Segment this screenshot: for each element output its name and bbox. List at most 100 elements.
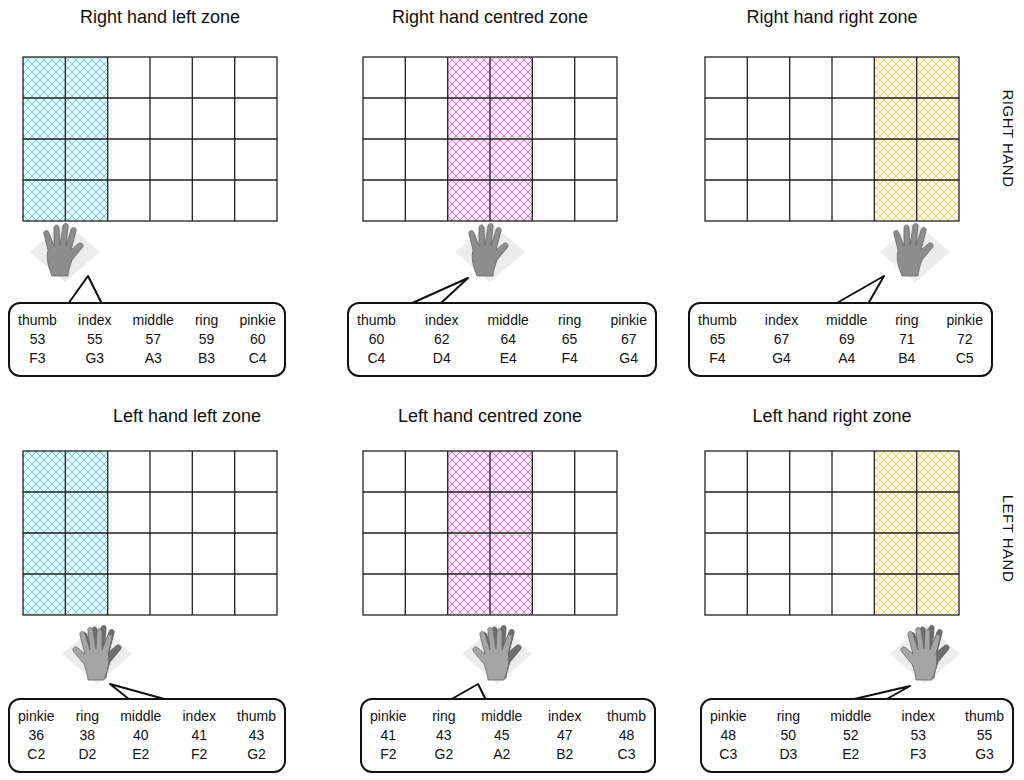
midi-number: 52 — [830, 727, 871, 744]
finger-name: index — [901, 708, 934, 725]
finger-name: pinkie — [610, 312, 647, 329]
note-name: A3 — [133, 350, 174, 367]
midi-number: 43 — [432, 727, 455, 744]
note-callout: thumbindexmiddleringpinkie6062646567C4D4… — [347, 302, 657, 377]
midi-number: 55 — [965, 727, 1004, 744]
key-grid — [363, 451, 617, 615]
midi-number: 65 — [698, 331, 737, 348]
midi-number: 38 — [76, 727, 99, 744]
midi-number: 40 — [120, 727, 161, 744]
key-grid — [23, 57, 277, 221]
midi-number: 71 — [895, 331, 918, 348]
note-name: G2 — [237, 746, 276, 763]
callout-tail — [68, 276, 102, 304]
midi-number: 45 — [481, 727, 522, 744]
midi-number: 55 — [78, 331, 111, 348]
midi-number: 62 — [425, 331, 458, 348]
callout-table: pinkieringmiddleindexthumb3638404143C2D2… — [18, 708, 276, 763]
finger-name: thumb — [237, 708, 276, 725]
finger-name: middle — [826, 312, 867, 329]
note-name: C3 — [710, 746, 747, 763]
note-name: C2 — [18, 746, 55, 763]
finger-name: index — [765, 312, 798, 329]
note-name: E2 — [120, 746, 161, 763]
note-name: F3 — [901, 746, 934, 763]
note-name: G2 — [432, 746, 455, 763]
midi-number: 67 — [610, 331, 647, 348]
row-label: LEFT HAND — [1000, 479, 1017, 599]
finger-name: middle — [481, 708, 522, 725]
note-name: F4 — [698, 350, 737, 367]
hand-icon — [462, 624, 532, 684]
note-name: B2 — [548, 746, 581, 763]
note-name: E2 — [830, 746, 871, 763]
midi-number: 43 — [237, 727, 276, 744]
note-name: D4 — [425, 350, 458, 367]
callout-table: pinkieringmiddleindexthumb4143454748F2G2… — [370, 708, 646, 763]
midi-number: 64 — [488, 331, 529, 348]
note-name: F2 — [370, 746, 407, 763]
finger-name: index — [548, 708, 581, 725]
midi-number: 53 — [18, 331, 57, 348]
callout-tail — [835, 276, 884, 304]
finger-name: pinkie — [710, 708, 747, 725]
finger-name: pinkie — [946, 312, 983, 329]
finger-name: pinkie — [239, 312, 276, 329]
note-callout: pinkieringmiddleindexthumb3638404143C2D2… — [8, 698, 286, 773]
callout-table: thumbindexmiddleringpinkie6062646567C4D4… — [357, 312, 647, 367]
note-name: B3 — [195, 350, 218, 367]
finger-name: thumb — [357, 312, 396, 329]
note-name: G4 — [765, 350, 798, 367]
hand-icon — [62, 624, 132, 684]
note-name: C4 — [357, 350, 396, 367]
finger-name: ring — [76, 708, 99, 725]
note-name: A4 — [826, 350, 867, 367]
note-name: D2 — [76, 746, 99, 763]
note-name: A2 — [481, 746, 522, 763]
note-name: E4 — [488, 350, 529, 367]
note-name: G3 — [78, 350, 111, 367]
finger-name: thumb — [18, 312, 57, 329]
finger-name: middle — [488, 312, 529, 329]
note-name: F4 — [558, 350, 581, 367]
hand-icon — [455, 222, 525, 282]
midi-number: 60 — [239, 331, 276, 348]
note-name: B4 — [895, 350, 918, 367]
panel-title: Left hand centred zone — [330, 406, 650, 427]
finger-name: middle — [133, 312, 174, 329]
finger-name: ring — [432, 708, 455, 725]
midi-number: 53 — [901, 727, 934, 744]
callout-table: thumbindexmiddleringpinkie5355575960F3G3… — [18, 312, 276, 367]
midi-number: 41 — [370, 727, 407, 744]
note-name: F3 — [18, 350, 57, 367]
panel-title: Left hand left zone — [27, 406, 347, 427]
panel-title: Right hand centred zone — [330, 7, 650, 28]
note-name: C5 — [946, 350, 983, 367]
midi-number: 60 — [357, 331, 396, 348]
midi-number: 48 — [710, 727, 747, 744]
key-grid — [23, 451, 277, 615]
midi-number: 48 — [607, 727, 646, 744]
hand-icon — [880, 222, 950, 282]
panel-title: Left hand right zone — [672, 406, 992, 427]
hand-icon — [890, 624, 960, 684]
midi-number: 72 — [946, 331, 983, 348]
callout-table: thumbindexmiddleringpinkie6567697172F4G4… — [698, 312, 983, 367]
finger-name: ring — [558, 312, 581, 329]
finger-name: index — [78, 312, 111, 329]
finger-name: pinkie — [18, 708, 55, 725]
hand-icon — [30, 222, 100, 282]
note-callout: pinkieringmiddleindexthumb4143454748F2G2… — [360, 698, 656, 773]
midi-number: 36 — [18, 727, 55, 744]
note-name: G3 — [965, 746, 1004, 763]
panel-title: Right hand left zone — [0, 7, 320, 28]
row-label: RIGHT HAND — [1000, 79, 1017, 199]
note-callout: thumbindexmiddleringpinkie6567697172F4G4… — [688, 302, 993, 377]
midi-number: 41 — [182, 727, 215, 744]
midi-number: 57 — [133, 331, 174, 348]
finger-name: pinkie — [370, 708, 407, 725]
finger-name: index — [182, 708, 215, 725]
finger-name: ring — [895, 312, 918, 329]
key-grid — [363, 57, 617, 221]
